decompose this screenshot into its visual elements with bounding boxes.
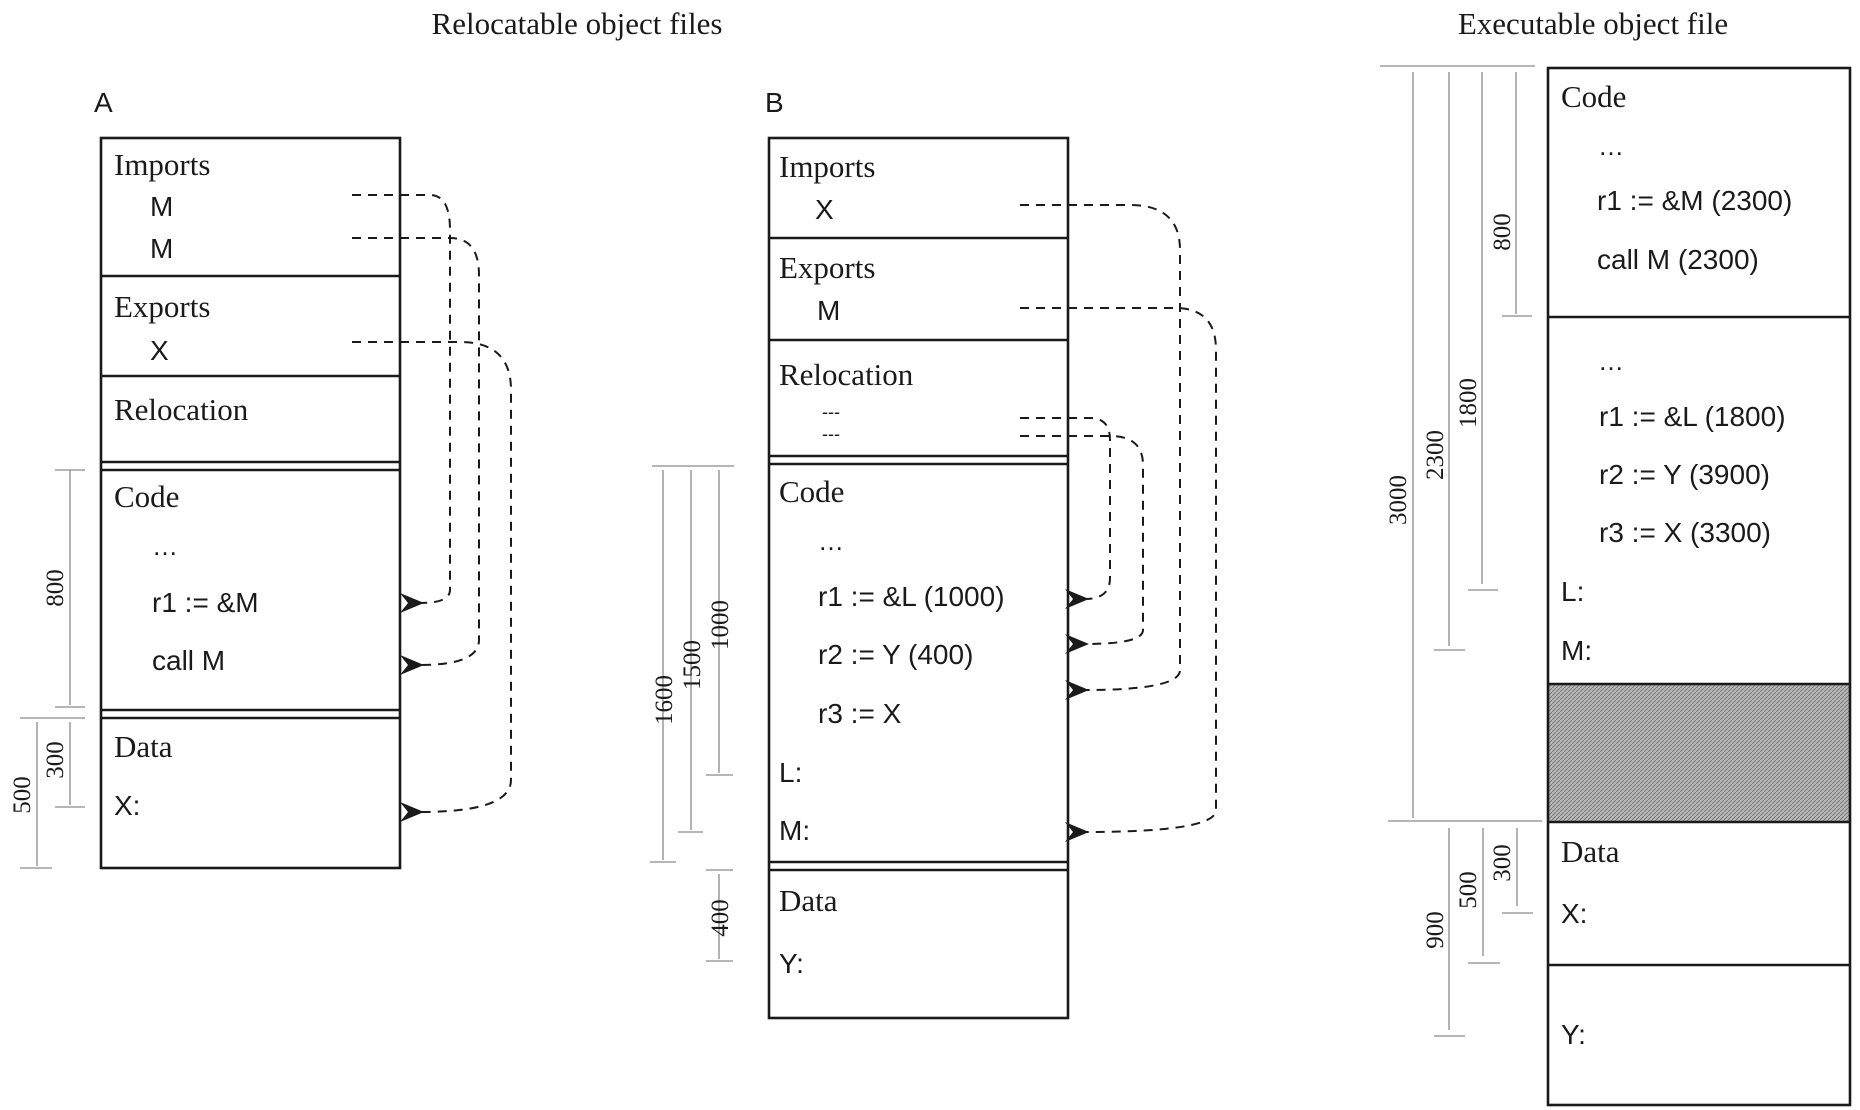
exec-dimensions: 800 1800 2300 3000 300 500 900 <box>1380 65 1542 1037</box>
file-b-relocation-entry: --- <box>822 424 840 444</box>
file-a-imports-heading: Imports <box>114 147 210 182</box>
dim-label-500: 500 <box>9 776 36 814</box>
executable-box <box>1546 66 1852 1107</box>
file-a-code-line: r1 := &M <box>152 587 259 618</box>
file-a-label: A <box>94 87 113 118</box>
dim-label-1000: 1000 <box>707 600 734 650</box>
executable-file: Code … r1 := &M (2300) call M (2300) … r… <box>1380 65 1852 1107</box>
connector-reloc-2-to-r2 <box>1020 435 1144 655</box>
file-b: B Imports X Exports M Relocation --- ---… <box>650 87 1217 1020</box>
exec-data-heading: Data <box>1561 834 1620 869</box>
connector-reloc-1-to-r1 <box>1020 417 1111 610</box>
file-a-data-line: X: <box>114 790 140 821</box>
file-b-code-line: … <box>818 526 844 556</box>
exec-code2-line: r1 := &L (1800) <box>1599 401 1786 432</box>
file-a-data-heading: Data <box>114 729 173 764</box>
file-b-export-item: M <box>817 295 840 326</box>
file-b-code-line: r3 := X <box>818 698 902 729</box>
file-b-relocation-entry: --- <box>822 402 840 422</box>
exec-code-heading: Code <box>1561 79 1626 114</box>
padding-region <box>1548 684 1850 822</box>
file-b-exports-heading: Exports <box>779 250 875 285</box>
file-b-code-heading: Code <box>779 474 844 509</box>
file-b-dimensions: 1000 1500 1600 400 <box>650 465 734 962</box>
file-b-code-line: r2 := Y (400) <box>818 639 973 670</box>
file-b-label: B <box>765 87 784 118</box>
file-a-code-line: call M <box>152 645 225 676</box>
file-a-code-heading: Code <box>114 479 179 514</box>
dim-label-2300: 2300 <box>1422 430 1449 480</box>
connector-export-x-to-data <box>352 341 512 823</box>
file-b-box <box>767 136 1070 1020</box>
relocatable-files-title: Relocatable object files <box>432 6 723 41</box>
dim-label-800: 800 <box>42 569 69 607</box>
file-a: A Imports M M Exports X Relocation Code … <box>9 87 512 870</box>
file-a-relocation-heading: Relocation <box>114 392 249 427</box>
connector-import-m-to-call <box>352 237 480 676</box>
file-a-import-item: M <box>150 191 173 222</box>
dim-label-900: 900 <box>1422 911 1449 949</box>
file-b-import-item: X <box>815 194 834 225</box>
exec-code-line: … <box>1598 131 1624 161</box>
executable-file-title: Executable object file <box>1458 6 1728 41</box>
connector-export-m-to-label <box>1020 307 1217 843</box>
file-b-data-heading: Data <box>779 883 838 918</box>
file-b-data-line: Y: <box>779 948 804 979</box>
exec-code2-line: … <box>1598 346 1624 376</box>
dim-label-300: 300 <box>42 741 69 779</box>
exec-code-line: r1 := &M (2300) <box>1597 185 1792 216</box>
file-a-code-line: … <box>152 531 178 561</box>
file-b-code-label: L: <box>779 757 802 788</box>
dim-label-800: 800 <box>1489 213 1516 251</box>
exec-code2-label: M: <box>1561 635 1592 666</box>
dim-label-1500: 1500 <box>679 640 706 690</box>
file-b-relocation-heading: Relocation <box>779 357 914 392</box>
file-b-imports-heading: Imports <box>779 149 875 184</box>
dim-label-300: 300 <box>1489 844 1516 882</box>
exec-code2-line: r3 := X (3300) <box>1599 517 1771 548</box>
dim-label-3000: 3000 <box>1385 475 1412 525</box>
connector-import-m-to-r1 <box>352 194 451 614</box>
file-a-import-item: M <box>150 233 173 264</box>
file-a-exports-heading: Exports <box>114 289 210 324</box>
file-b-code-line: r1 := &L (1000) <box>818 581 1005 612</box>
file-a-dimensions: 800 300 500 <box>9 469 85 869</box>
exec-code2-label: L: <box>1561 576 1584 607</box>
dim-label-1800: 1800 <box>1455 378 1482 428</box>
dim-label-1600: 1600 <box>651 675 678 725</box>
file-a-box <box>99 136 402 870</box>
connector-import-x-to-r3 <box>1020 204 1181 701</box>
dim-label-500: 500 <box>1455 871 1482 909</box>
exec-data2-line: Y: <box>1561 1019 1586 1050</box>
file-b-code-label: M: <box>779 815 810 846</box>
exec-data-line: X: <box>1561 898 1587 929</box>
exec-code2-line: r2 := Y (3900) <box>1599 459 1770 490</box>
dim-label-400: 400 <box>707 899 734 937</box>
file-a-export-item: X <box>150 335 169 366</box>
exec-code-line: call M (2300) <box>1597 244 1759 275</box>
